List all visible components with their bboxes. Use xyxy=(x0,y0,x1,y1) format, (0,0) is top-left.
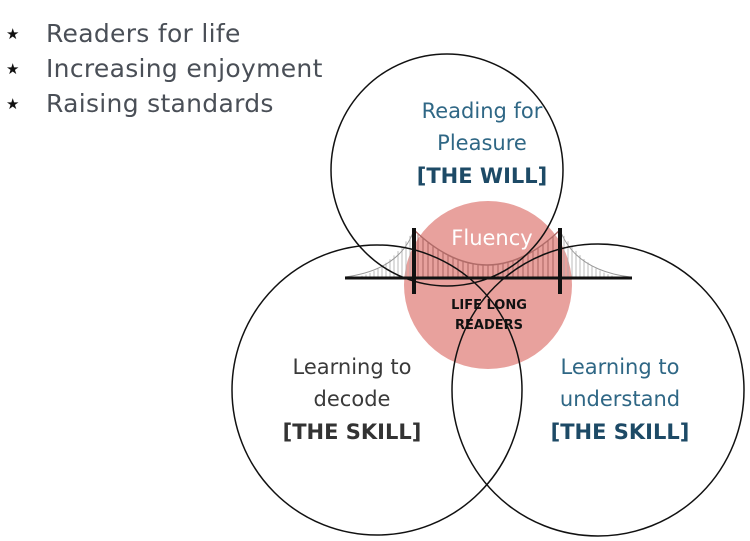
bullet-text: Increasing enjoyment xyxy=(46,54,323,83)
star-icon: ★ xyxy=(6,94,20,113)
center-line1: LIFE LONG xyxy=(451,298,527,313)
decode-tag: [THE SKILL] xyxy=(283,420,422,444)
will-label-line1: Reading for xyxy=(422,99,543,123)
will-tag: [THE WILL] xyxy=(417,164,548,188)
will-label-line2: Pleasure xyxy=(437,131,527,155)
understand-tag: [THE SKILL] xyxy=(551,420,690,444)
understand-circle xyxy=(451,243,745,537)
bullet-item: ★ Raising standards xyxy=(6,86,323,121)
decode-label-line2: decode xyxy=(314,387,391,411)
bullet-list: ★Readers for life ★Increasing enjoyment … xyxy=(6,16,323,121)
fluency-circle xyxy=(404,201,572,369)
bridge-side-cable-left xyxy=(344,229,415,278)
bullet-item: ★ Increasing enjoyment xyxy=(6,51,323,86)
bridge-side-cable-right xyxy=(559,229,631,278)
bridge-suspenders xyxy=(349,233,625,278)
understand-label-line1: Learning to xyxy=(561,355,680,379)
bridge-main-cable xyxy=(413,229,561,266)
bullet-text: Readers for life xyxy=(46,19,241,48)
bullet-item: ★ Readers for life xyxy=(6,16,323,51)
decode-label-line1: Learning to xyxy=(293,355,412,379)
bullet-text: Raising standards xyxy=(46,89,274,118)
understand-label-line2: understand xyxy=(560,387,680,411)
decode-circle xyxy=(231,244,523,536)
star-icon: ★ xyxy=(6,59,20,78)
fluency-label: Fluency xyxy=(451,226,532,250)
will-circle xyxy=(330,53,564,287)
star-icon: ★ xyxy=(6,24,20,43)
center-line2: READERS xyxy=(455,318,523,333)
